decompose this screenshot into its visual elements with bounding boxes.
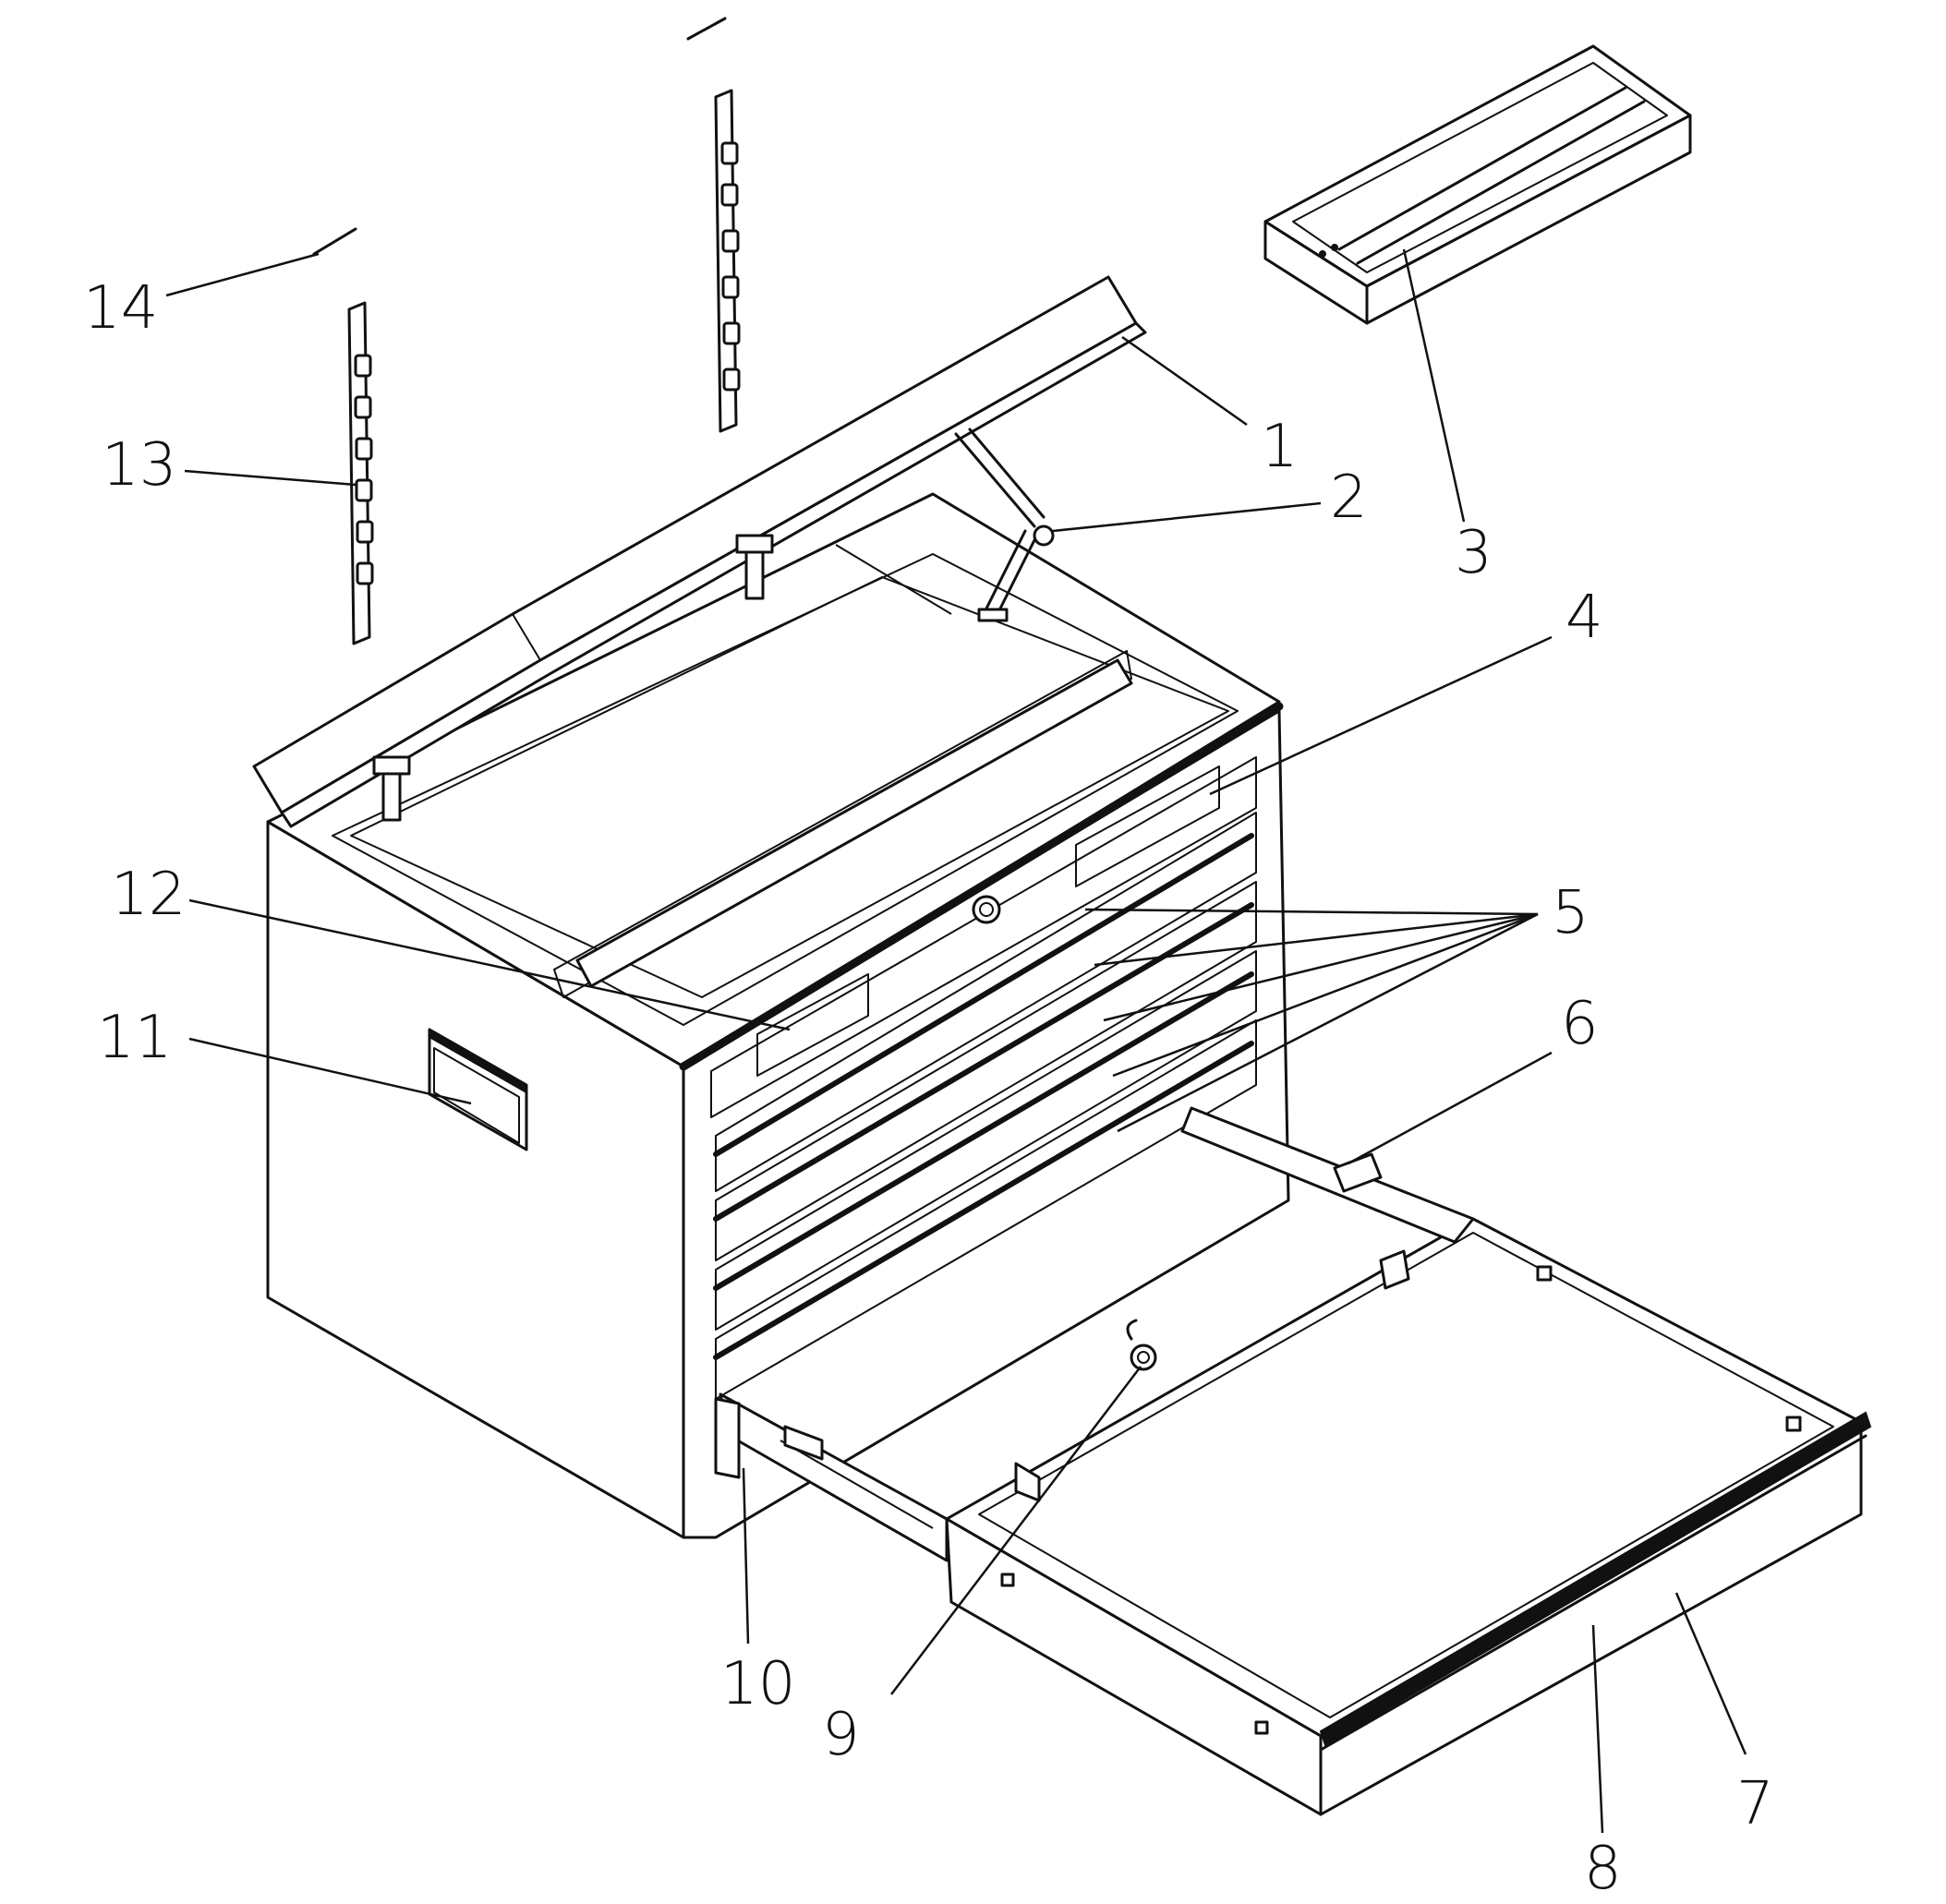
callout-1: 1: [1261, 413, 1299, 481]
hinge-clips: [372, 534, 774, 822]
callout-4: 4: [1565, 584, 1603, 652]
callout-13: 13: [102, 431, 176, 500]
top-tray: [1263, 44, 1692, 325]
cabinet-body: [266, 492, 1290, 1539]
lid-stay: [954, 428, 1055, 622]
leader-lines: [165, 248, 1747, 1834]
socket-rail-front: [347, 301, 374, 645]
open-drawer: [714, 1106, 1872, 1816]
callout-9: 9: [822, 1701, 860, 1769]
callout-6: 6: [1561, 990, 1599, 1058]
rail-pins: [312, 17, 727, 256]
socket-rail-back: [714, 89, 741, 433]
callout-7: 7: [1736, 1770, 1774, 1838]
callout-3: 3: [1455, 519, 1493, 587]
callout-numbers: 1 2 3 4 5 6 7 8 9 10 11 12 13 14: [83, 274, 1774, 1903]
callout-5: 5: [1552, 879, 1589, 947]
callout-12: 12: [111, 861, 186, 929]
lid: [252, 275, 1147, 828]
lock: [1126, 1319, 1157, 1371]
callout-2: 2: [1330, 464, 1368, 532]
callout-14: 14: [83, 274, 158, 343]
callout-8: 8: [1584, 1835, 1622, 1903]
callout-11: 11: [97, 1004, 172, 1072]
side-handle: [428, 1028, 528, 1151]
callout-10: 10: [720, 1650, 795, 1718]
